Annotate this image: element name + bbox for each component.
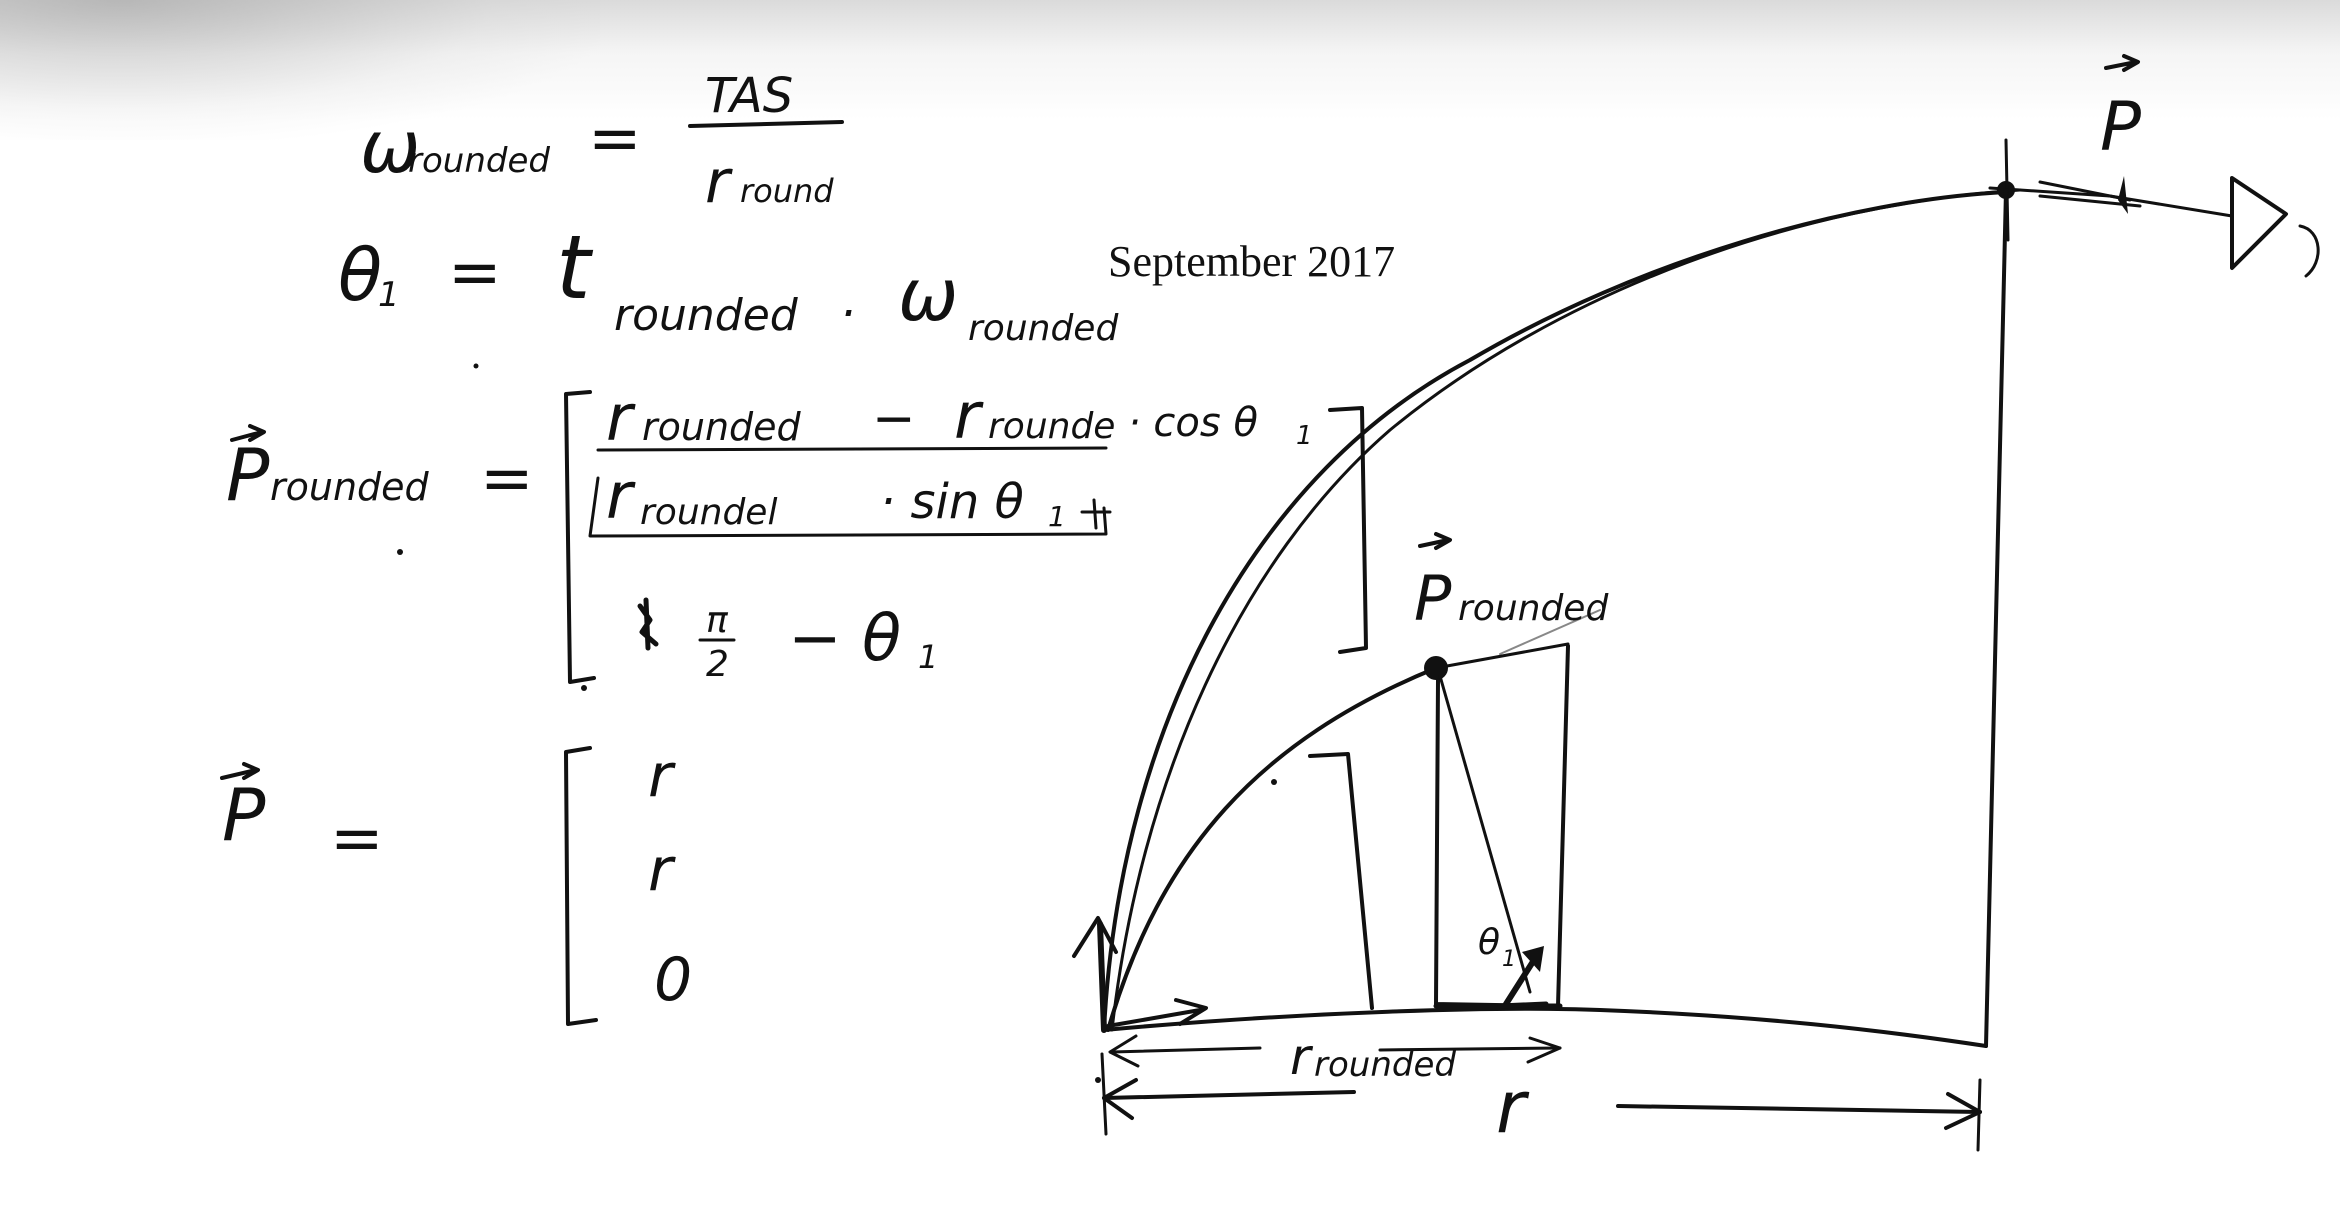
row1-minus: − (872, 389, 916, 449)
label-p-rounded: P (1414, 562, 1452, 635)
equation-omega-rounded: ω rounded = TAS r round (360, 68, 844, 217)
large-arc-overstroke (1110, 188, 2022, 1032)
p-row2: r (648, 835, 676, 905)
r-right-tick (1976, 1078, 1982, 1152)
header-date: September 2017 (1108, 237, 1396, 286)
label-p-rounded-vector-arrow (1418, 532, 1452, 550)
stray-dot (1271, 779, 1277, 785)
stray-dot (473, 363, 479, 369)
row1-r-round-sub: rounde (988, 406, 1115, 447)
row3-scratched-mark (637, 597, 659, 651)
theta-dot: · (840, 286, 855, 342)
origin-right-arrow (1106, 998, 1208, 1028)
label-theta-sub: 1 (1502, 947, 1516, 972)
aircraft-triangle (2230, 176, 2288, 270)
row2-r-rounded: r (606, 460, 636, 534)
label-r: r (1496, 1065, 1530, 1149)
row2-sin-theta-sub: 1 (1048, 500, 1066, 533)
p-row1: r (648, 741, 676, 811)
equation-p-rounded: P rounded = r rounded − r rounde · cos θ… (226, 380, 1368, 685)
geometry-diagram: P P rounded θ 1 (1072, 54, 2320, 1152)
p-rounded-left-bracket (564, 390, 596, 684)
omega-denominator-sub: round (740, 172, 834, 210)
omega-fraction-bar (688, 120, 844, 128)
row2-box (588, 476, 1108, 538)
theta-direction-arrow (1503, 957, 1537, 1007)
row1-underline (596, 446, 1108, 452)
p-small-arrowhead (2118, 176, 2128, 214)
p-rounded-lhs-sub: rounded (270, 465, 430, 509)
row2-r-rounded-sub: roundel (640, 492, 777, 533)
p-row3: 0 (654, 945, 692, 1015)
label-p-vector-arrow (2104, 54, 2140, 72)
row2-sin-theta: · sin θ (880, 474, 1024, 530)
p-rounded-right-bracket (1328, 406, 1368, 654)
theta-lhs-sub: 1 (378, 275, 400, 315)
r-rounded-right-arrowhead (1526, 1036, 1562, 1064)
label-r-rounded: r (1290, 1028, 1314, 1086)
row3-minus-theta: − θ (788, 602, 901, 676)
theta-omega: ω (898, 253, 958, 337)
omega-denominator: r (705, 147, 733, 217)
stray-dot (1095, 1077, 1101, 1083)
stray-marks (397, 363, 1277, 1083)
omega-numerator: TAS (705, 68, 793, 124)
r-dimension (1102, 1090, 1982, 1114)
row1-cos-theta: · cos θ (1128, 400, 1258, 446)
row1-r-rounded-sub: rounded (642, 405, 802, 449)
p-equals: = (330, 802, 384, 876)
p-lhs: P (222, 773, 266, 857)
inner-right-vertical (1556, 644, 1570, 1008)
label-p-rounded-sub: rounded (1458, 588, 1609, 629)
theta-t-sub: rounded (614, 290, 799, 341)
p-rounded-equals: = (480, 442, 534, 516)
theta-lhs: θ (338, 233, 382, 317)
p-left-bracket (564, 746, 598, 1026)
middle-bracket-curve (1308, 752, 1374, 1010)
equation-p: P = r r 0 (220, 741, 692, 1026)
theta-base-bold (1497, 1001, 1549, 1009)
row3-minus-theta-sub: 1 (918, 638, 938, 676)
label-theta: θ (1478, 922, 1500, 963)
p-rounded-vector-arrow (230, 424, 266, 442)
theta-direction-arrowhead (1522, 946, 1544, 972)
row1-r-rounded: r (606, 382, 636, 456)
stray-dot (581, 685, 587, 691)
r-left-tick (1100, 1052, 1108, 1136)
small-arc-tangent-faint (1499, 609, 1601, 655)
row2-scribble (1080, 498, 1112, 530)
theta-t: t (556, 216, 594, 319)
omega-lhs: ω (360, 105, 420, 189)
p-rounded-point (1424, 656, 1448, 680)
stray-dot (397, 549, 403, 555)
theta-omega-sub: rounded (968, 308, 1119, 349)
label-r-rounded-sub: rounded (1314, 1045, 1456, 1085)
row3-pi-denominator: 2 (706, 644, 729, 685)
label-p: P (2100, 88, 2141, 167)
baseline-arc (1102, 1006, 1988, 1048)
radius-diagonal (1438, 674, 1532, 994)
row3-pi-numerator: π (706, 600, 729, 641)
omega-lhs-sub: rounded (408, 141, 550, 181)
row1-cos-theta-sub: 1 (1296, 421, 1313, 451)
theta-equals: = (448, 236, 502, 310)
p-rounded-lhs: P (226, 433, 270, 517)
equation-theta-1: θ 1 = t rounded · ω rounded (338, 216, 1119, 349)
origin-up-arrowhead (1072, 916, 1118, 958)
origin-up-arrow (1097, 921, 1107, 1033)
r-rounded-left-arrowhead (1108, 1034, 1140, 1068)
row1-r-round: r (954, 380, 984, 454)
large-vertical-line (1984, 188, 2008, 1048)
small-arc (1106, 666, 1438, 1032)
p-vector-arrow (220, 762, 260, 780)
omega-equals: = (588, 102, 642, 176)
aircraft-curve (2298, 224, 2320, 278)
r-rounded-dimension (1110, 1046, 1562, 1054)
small-arc-tangent (1434, 642, 1570, 670)
